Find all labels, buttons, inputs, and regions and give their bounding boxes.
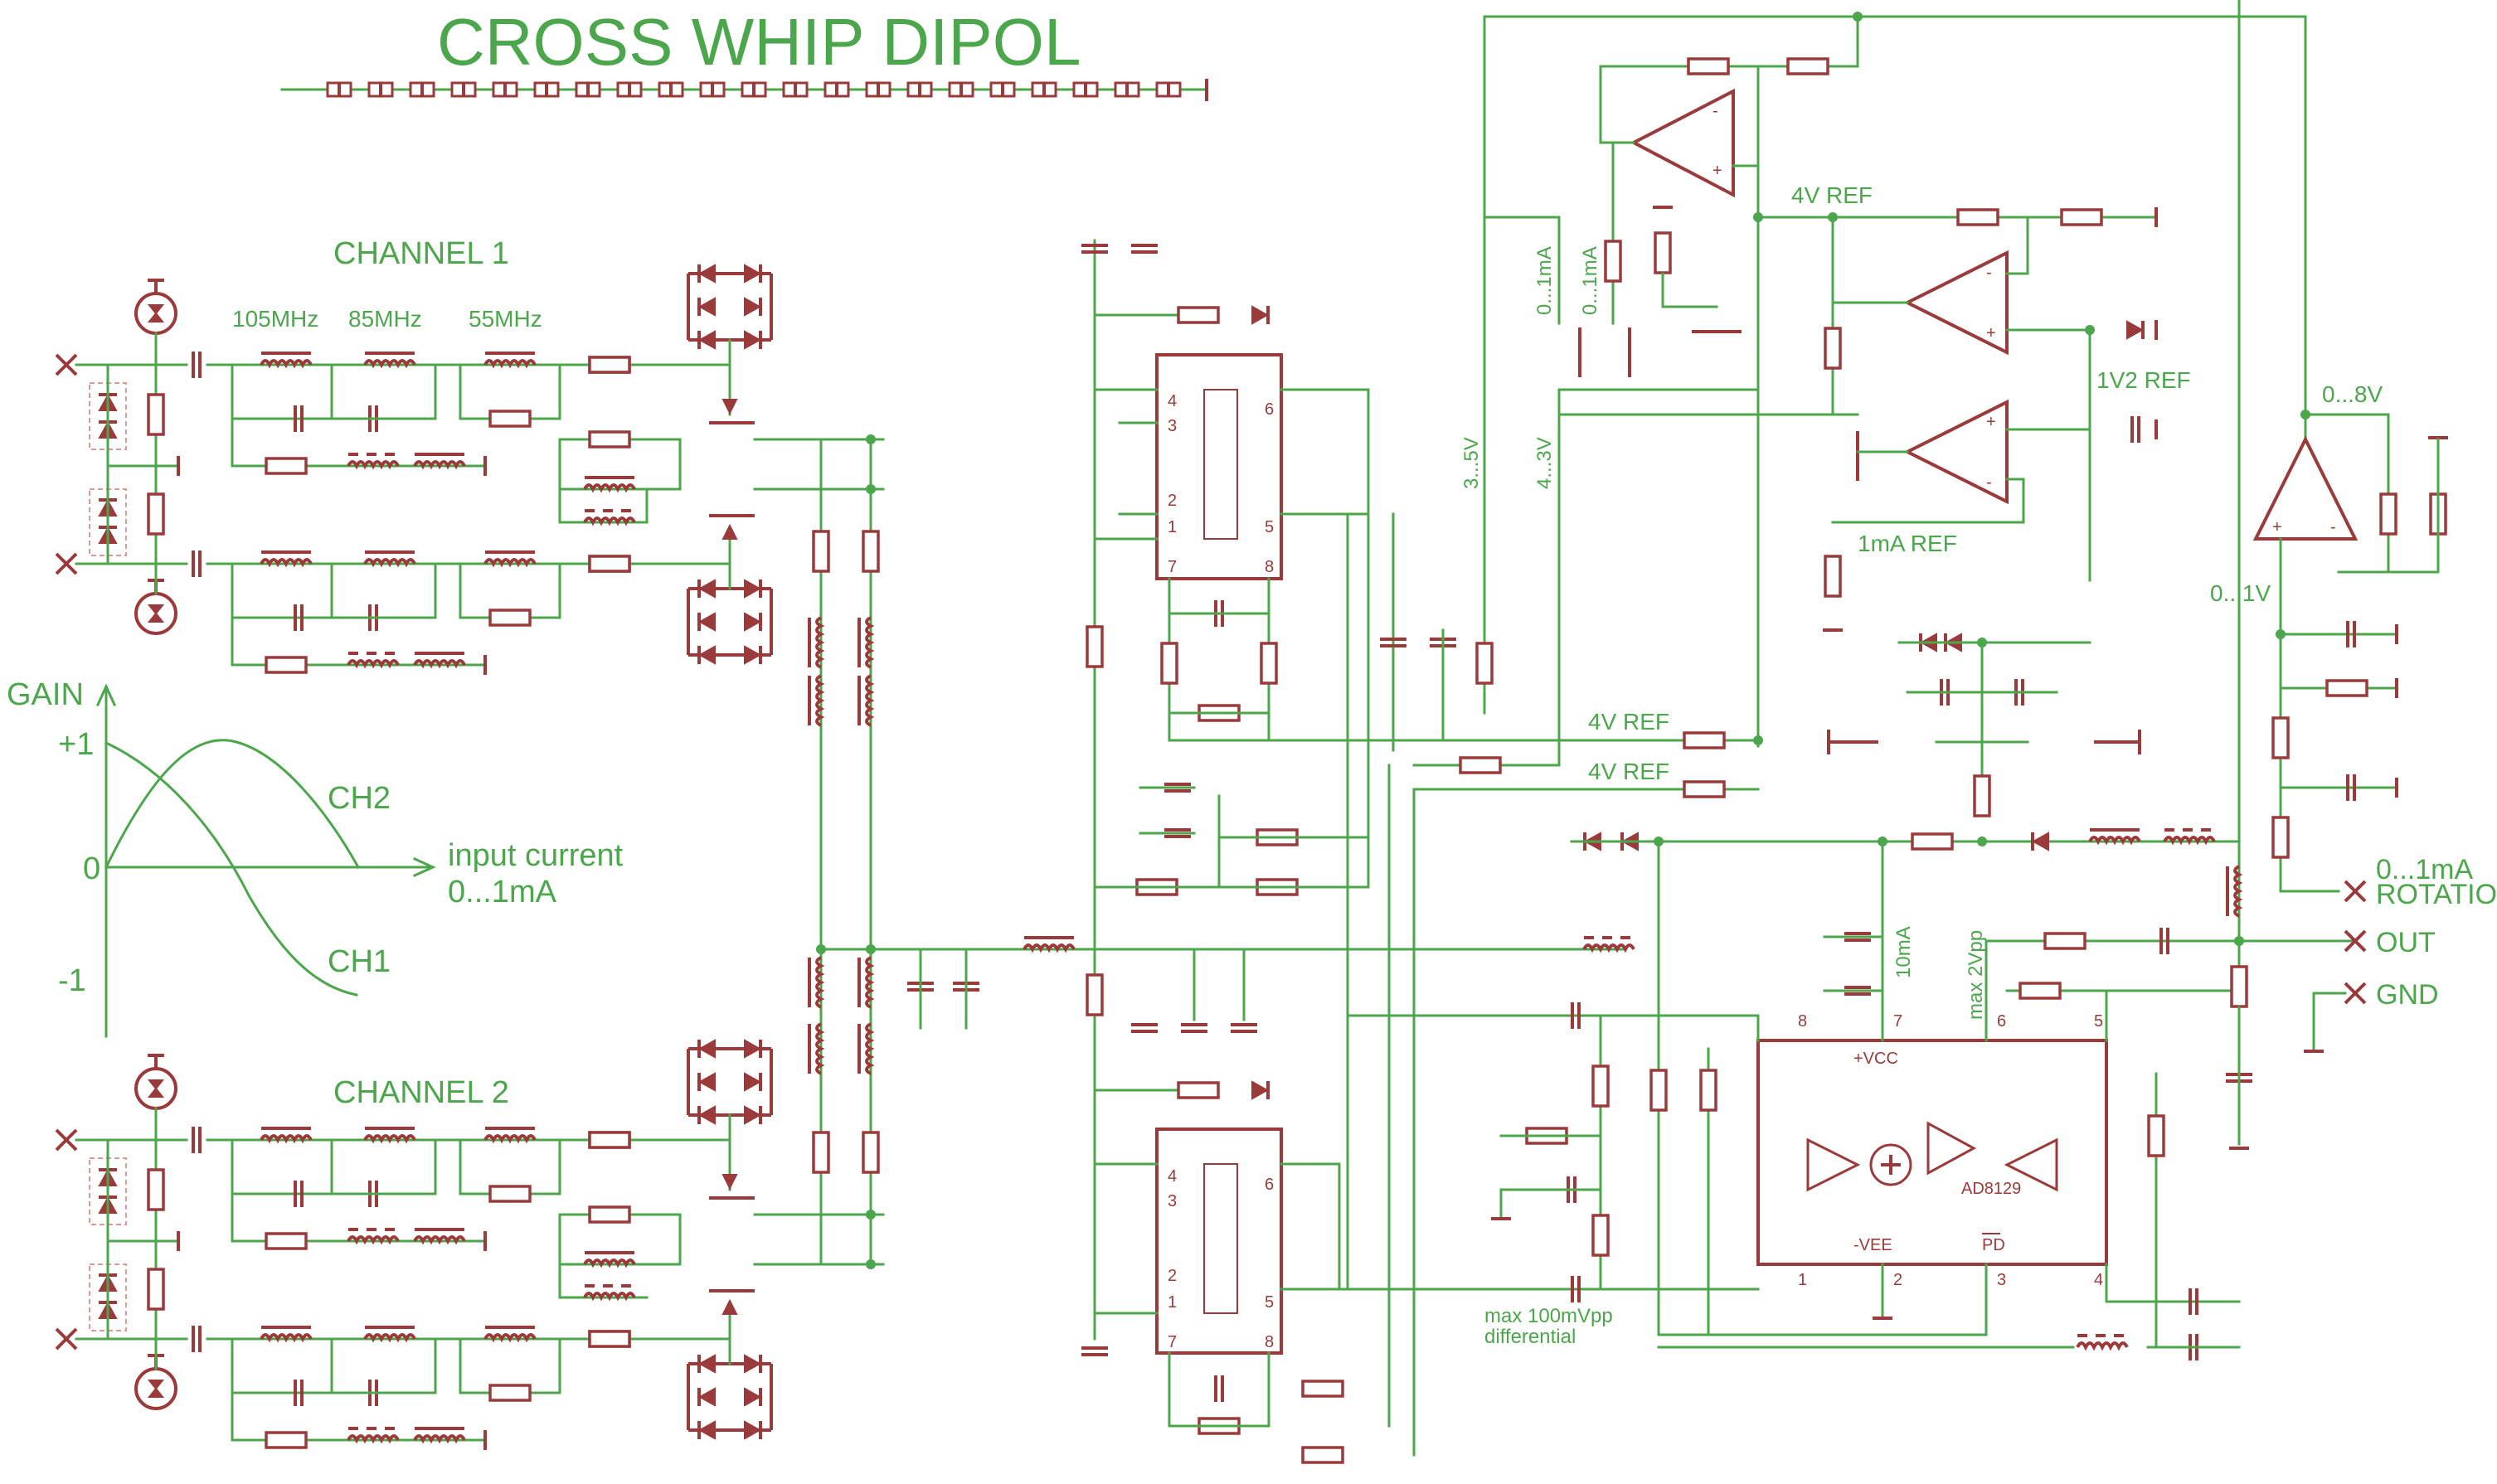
title-underline-ladder: [280, 79, 1208, 101]
svg-text:7: 7: [1893, 1012, 1902, 1031]
label-4-3v: 4...3V: [1533, 437, 1556, 489]
diode-bridge-2b: [688, 1355, 771, 1439]
ad8129-stage: AD8129 +VCC -VEE PD 8 7 6 5 1 2 3 4 10mA max…: [1309, 0, 2497, 1362]
terminal-rotation-1: 0...1mA: [2376, 854, 2473, 885]
svg-text:+: +: [1986, 413, 1996, 431]
diode-bridge-1a: [688, 264, 771, 349]
channel-2-frontend: [55, 1054, 234, 1410]
label-0-1ma-b: 0...1mA: [1579, 246, 1601, 315]
gain-series-ch2: CH2: [328, 781, 391, 816]
svg-text:6: 6: [1997, 1012, 2006, 1031]
label-0-1v: 0...1V: [2210, 580, 2271, 606]
svg-text:1: 1: [1168, 518, 1177, 536]
svg-text:4: 4: [1168, 392, 1177, 410]
gain-xlabel-1: input current: [448, 838, 624, 873]
ic-amp-vcc: +VCC: [1853, 1050, 1898, 1068]
svg-text:+: +: [2272, 518, 2282, 536]
reference-area: -+ 4V REF 0...1mA 0...1mA 3...5V 4...3V …: [1168, 12, 2450, 1457]
label-4v-ref-b: 4V REF: [1588, 759, 1669, 784]
label-1ma-ref: 1mA REF: [1858, 531, 1957, 556]
svg-text:8: 8: [1265, 1333, 1274, 1351]
gain-tick-minus1: -1: [58, 963, 86, 998]
label-0-8v: 0...8V: [2322, 381, 2383, 407]
channel-2-label: CHANNEL 2: [333, 1075, 509, 1110]
label-1v2-ref: 1V2 REF: [2096, 367, 2191, 393]
svg-text:5: 5: [1265, 518, 1274, 536]
gain-plot: GAIN +1 0 -1 input current 0...1mA CH2 C…: [7, 677, 624, 1038]
channel-1-frontend: [55, 279, 234, 635]
svg-text:2: 2: [1168, 492, 1177, 510]
center-bias-column: [808, 434, 1088, 1269]
svg-text:+: +: [1712, 162, 1722, 180]
label-4v-ref-a: 4V REF: [1588, 709, 1669, 735]
svg-text:3: 3: [1168, 417, 1177, 435]
ic-amp-name: AD8129: [1961, 1180, 2021, 1198]
mixer-ic-2: 4 3 6 2 1 5 7 8: [1080, 1079, 1569, 1464]
svg-text:-: -: [1712, 102, 1718, 120]
label-max-2vpp: max 2Vpp: [1965, 930, 1987, 1020]
label-3-5v: 3...5V: [1460, 437, 1483, 489]
gain-ylabel: GAIN: [7, 677, 84, 712]
svg-text:3: 3: [1168, 1192, 1177, 1210]
svg-text:2: 2: [1168, 1267, 1177, 1285]
svg-text:+: +: [1986, 324, 1996, 342]
label-differential: differential: [1484, 1326, 1576, 1348]
svg-text:5: 5: [1265, 1293, 1274, 1312]
svg-text:7: 7: [1168, 1333, 1177, 1351]
freq-105-label: 105MHz: [232, 306, 318, 332]
label-4v-ref-top: 4V REF: [1791, 182, 1873, 208]
svg-text:5: 5: [2094, 1012, 2103, 1031]
diode-bridge-1b: [688, 580, 771, 664]
ic-amp-vee: -VEE: [1853, 1236, 1892, 1254]
freq-55-label: 55MHz: [469, 306, 542, 332]
svg-text:6: 6: [1265, 1176, 1274, 1194]
svg-text:-: -: [1986, 473, 1992, 492]
svg-text:-: -: [1986, 264, 1992, 282]
label-0-1ma-a: 0...1mA: [1533, 246, 1556, 315]
mixer-ic-1: 4 3 6 2 1 5 7 8: [1080, 239, 1370, 1341]
svg-text:2: 2: [1893, 1271, 1902, 1289]
antenna-2a-icon: [134, 1054, 177, 1110]
svg-text:4: 4: [2094, 1271, 2103, 1289]
svg-text:3: 3: [1997, 1271, 2006, 1289]
svg-text:1: 1: [1168, 1293, 1177, 1312]
svg-text:1: 1: [1798, 1271, 1807, 1289]
gain-xlabel-2: 0...1mA: [448, 875, 557, 909]
freq-85-label: 85MHz: [348, 306, 422, 332]
svg-text:7: 7: [1168, 558, 1177, 576]
title: CROSS WHIP DIPOL: [437, 5, 1081, 79]
filter-network: [231, 352, 682, 1452]
svg-text:8: 8: [1265, 558, 1274, 576]
antenna-1a-icon: [134, 279, 177, 335]
gain-tick-plus1: +1: [58, 727, 94, 762]
svg-text:8: 8: [1798, 1012, 1807, 1031]
channel-1-label: CHANNEL 1: [333, 236, 509, 271]
terminal-rotation-2: ROTATION: [2376, 879, 2497, 910]
label-max-100mvpp: max 100mVpp: [1484, 1305, 1613, 1327]
fet-stage: [558, 264, 885, 1439]
gain-tick-0: 0: [83, 851, 100, 886]
mid-decoupling: [1085, 625, 1635, 1033]
terminal-out: OUT: [2376, 927, 2436, 958]
svg-text:-: -: [2330, 518, 2336, 536]
gain-series-ch1: CH1: [328, 944, 391, 979]
label-10ma: 10mA: [1892, 926, 1915, 978]
ic-amp-pd: PD: [1982, 1236, 2005, 1254]
terminal-gnd: GND: [2376, 979, 2439, 1011]
svg-text:4: 4: [1168, 1167, 1177, 1186]
svg-text:6: 6: [1265, 400, 1274, 419]
diode-bridge-2a: [688, 1040, 771, 1124]
